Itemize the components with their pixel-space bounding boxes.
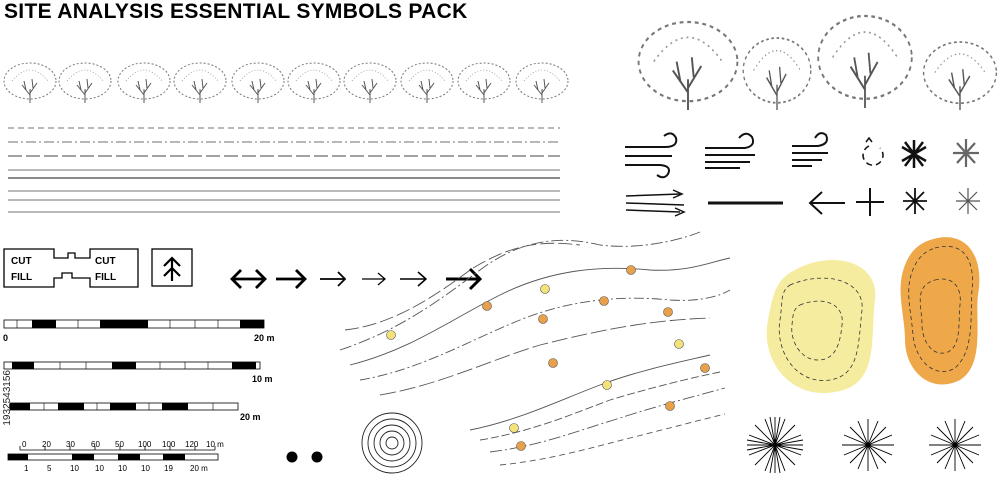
tree-icon [58,62,112,104]
double-arrow-icon [625,189,686,217]
zone-blob-yellow [766,260,876,394]
tree-icon [287,62,341,104]
contour-point [516,441,526,451]
contour-point [482,301,492,311]
scale-label: 60 [91,440,100,449]
cut-label: CUT [95,256,116,267]
tree-icon [3,62,57,104]
contour-point [548,358,558,368]
double-headed-arrow-icon [230,269,267,289]
fill-label: FILL [11,272,32,283]
dot-icon [286,451,298,463]
scale-bar: 20 m [9,402,261,422]
arrow-right-icon [276,269,307,289]
tree-icon [173,62,227,104]
tree-row-large [637,14,998,112]
contour-point [540,284,550,294]
scale-label: 20 m [240,412,261,422]
contour-point [663,307,673,317]
scale-bar: 0 20 m [3,319,275,343]
scale-label: 10 m [252,374,273,384]
sun-path-icon [862,136,884,166]
scale-label: 19 [164,464,173,473]
scale-label: 50 [115,440,124,449]
scale-bar: 10 m [3,361,273,384]
contour-point [509,423,519,433]
tree-icon [637,20,739,112]
tree-row-small [3,62,569,104]
scale-label: 20 m [190,464,208,473]
north-arrow-icon [151,248,193,287]
starburst-icon [929,419,981,471]
scale-label: 0 [22,440,27,449]
wind-icon [625,132,678,179]
tree-icon [231,62,285,104]
scale-label: 10 [70,464,79,473]
contour-point [538,314,548,324]
wind-icon [792,132,828,167]
contour-point [599,296,609,306]
scale-label: 5 [47,464,52,473]
contour-points [386,265,710,451]
asterisk-icon [953,139,979,167]
scale-label: 10 [141,464,150,473]
starburst-icon [842,419,894,471]
page-title: SITE ANALYSIS ESSENTIAL SYMBOLS PACK [4,0,468,23]
contour-point [665,401,675,411]
asterisk-icon [901,140,927,168]
scale-label: 100 [138,440,152,449]
contour-lines [339,231,731,466]
tree-icon [343,62,397,104]
scale-label: 1 [24,464,29,473]
scale-label: 20 [42,440,51,449]
starbursts [746,416,981,474]
arrow-right-icon [320,271,347,287]
target-icon [361,412,423,474]
tree-icon [515,62,569,104]
zone-blob-orange [900,237,980,385]
cross-icon [856,188,884,216]
tree-icon [742,37,812,111]
scale-label: 30 [66,440,75,449]
starburst-icon [746,416,804,474]
scale-label: 100 [162,440,176,449]
scale-label: 10 [95,464,104,473]
wind-icon [705,132,755,169]
arrow-row [230,267,483,291]
tree-icon [400,62,454,104]
scale-bars: 0 20 m 10 m 20 m 0 20 30 60 50 1 [3,319,275,473]
tree-icon [117,62,171,104]
scale-label: 120 [185,440,199,449]
scale-label: 10 m [206,440,224,449]
wind-symbols [625,132,980,217]
arrow-right-icon [446,267,483,291]
contour-point [626,265,636,275]
arrow-right-icon [362,272,386,286]
tree-icon [922,41,998,111]
arrow-right-icon [400,271,428,287]
cut-label: CUT [11,256,32,267]
line-styles [8,127,560,213]
asterisk-icon [903,188,927,214]
scale-bar: 0 20 30 60 50 100 100 120 10 m [19,440,224,451]
scale-label: 20 m [254,333,275,343]
fill-label: FILL [95,272,116,283]
scale-bar: 1 5 10 10 10 10 19 20 m [7,453,219,473]
scale-label: 10 [118,464,127,473]
tree-icon [817,14,913,110]
scale-label: 0 [3,333,8,343]
contour-point [386,330,396,340]
cut-fill-symbols: CUT FILL CUT FILL [3,248,193,288]
contour-point [674,339,684,349]
tree-icon [457,62,511,104]
contour-point [700,363,710,373]
asterisk-icon [956,188,980,214]
contour-point [602,380,612,390]
arrow-left-icon [808,191,845,215]
dot-icon [311,451,323,463]
